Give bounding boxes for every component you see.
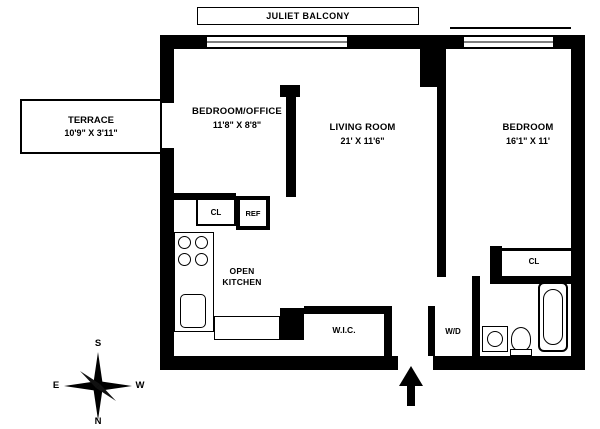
wic-label: W.I.C. (332, 325, 356, 335)
refrigerator: REF (236, 196, 270, 230)
wall-left-upper (160, 35, 174, 103)
window-sill-line (450, 27, 571, 29)
terrace-label: TERRACE (68, 115, 114, 126)
open-kitchen-label-line1: OPEN (229, 266, 255, 276)
compass-north-label: N (94, 416, 102, 427)
bathtub-inner (543, 289, 563, 345)
wall-left-lower (160, 148, 174, 370)
open-kitchen-label-group: OPEN KITCHEN (212, 266, 272, 289)
wall-kitchen-block (280, 308, 304, 340)
bedroom-label: BEDROOM (502, 122, 554, 133)
bedroom-window (464, 35, 553, 49)
bedroom-dimensions: 16'1" X 11' (505, 135, 551, 146)
juliet-balcony-window (207, 35, 347, 49)
toilet-bowl (511, 327, 531, 351)
living-room-label-group: LIVING ROOM 21' X 11'6" (305, 122, 420, 147)
living-room-label: LIVING ROOM (329, 122, 396, 133)
wall-wic-top (304, 306, 392, 314)
entry-arrow-stem (407, 384, 415, 406)
juliet-balcony-label: JULIET BALCONY (266, 11, 350, 21)
juliet-balcony-box: JULIET BALCONY (197, 7, 419, 25)
stove-burner (195, 253, 208, 266)
stove-burner (178, 253, 191, 266)
bathroom-sink-basin (487, 331, 503, 347)
bedroom-office-label: BEDROOM/OFFICE (192, 106, 282, 117)
compass-south-label: S (94, 338, 102, 349)
wall-wic-right (384, 306, 392, 356)
closet-kitchen: CL (196, 198, 236, 226)
stove-burner (195, 236, 208, 249)
wall-top-2 (347, 35, 420, 49)
kitchen-counter-bottom (214, 316, 280, 340)
wall-closet-top (502, 248, 571, 251)
wall-divider-top-block (420, 35, 446, 87)
compass-west-label: W (135, 380, 145, 391)
closet-kitchen-label: CL (210, 207, 222, 217)
wall-bottom-right (433, 356, 585, 370)
stove-burner (178, 236, 191, 249)
wall-right (571, 35, 585, 370)
terrace-dimensions: 10'9" X 3'11" (64, 128, 118, 138)
wall-bathroom-left (472, 276, 480, 356)
wall-office-bottom (174, 193, 236, 200)
wall-top-3 (446, 35, 464, 49)
refrigerator-label: REF (245, 208, 261, 218)
living-room-dimensions: 21' X 11'6" (340, 135, 385, 146)
closet-bedroom-label: CL (528, 257, 540, 266)
open-kitchen-label-line2: KITCHEN (222, 277, 262, 288)
toilet-tank (510, 349, 532, 356)
wall-office-divider (286, 85, 296, 197)
bedroom-label-group: BEDROOM 16'1" X 11' (478, 122, 578, 147)
compass-east-label: E (52, 380, 60, 391)
compass-rose-icon (64, 352, 132, 420)
washer-dryer-label: W/D (445, 327, 461, 336)
bedroom-office-label-group: BEDROOM/OFFICE 11'8" X 8'8" (177, 106, 297, 131)
wall-bottom-left (160, 356, 398, 370)
kitchen-sink (180, 294, 206, 328)
wall-living-bedroom-divider (437, 87, 446, 277)
wall-bathroom-top (500, 276, 571, 284)
wall-wd-left (428, 306, 435, 356)
wall-closet-stub (490, 246, 502, 284)
terrace-room: TERRACE 10'9" X 3'11" (20, 99, 162, 154)
bedroom-office-dimensions: 11'8" X 8'8" (212, 119, 262, 130)
entry-arrow-head (399, 366, 423, 386)
